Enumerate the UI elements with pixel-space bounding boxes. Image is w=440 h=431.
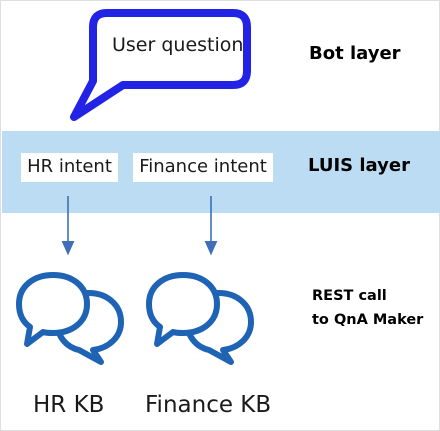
hr-intent-box: HR intent (21, 153, 118, 182)
bot-layer-label: Bot layer (309, 43, 401, 64)
finance-intent-box: Finance intent (133, 153, 273, 182)
rest-call-line-1: REST call (312, 288, 387, 304)
finance-kb-label: Finance KB (145, 392, 272, 418)
rest-call-line-2: to QnA Maker (312, 312, 424, 328)
bubble-text: User question (112, 34, 244, 56)
luis-layer-label: LUIS layer (308, 155, 410, 176)
hr-kb-chat-icon (19, 275, 121, 362)
hr-kb-label: HR KB (33, 392, 105, 418)
speech-bubble (70, 9, 251, 121)
rest-call-label: REST call to QnA Maker (312, 284, 423, 332)
finance-kb-chat-icon (149, 275, 251, 362)
